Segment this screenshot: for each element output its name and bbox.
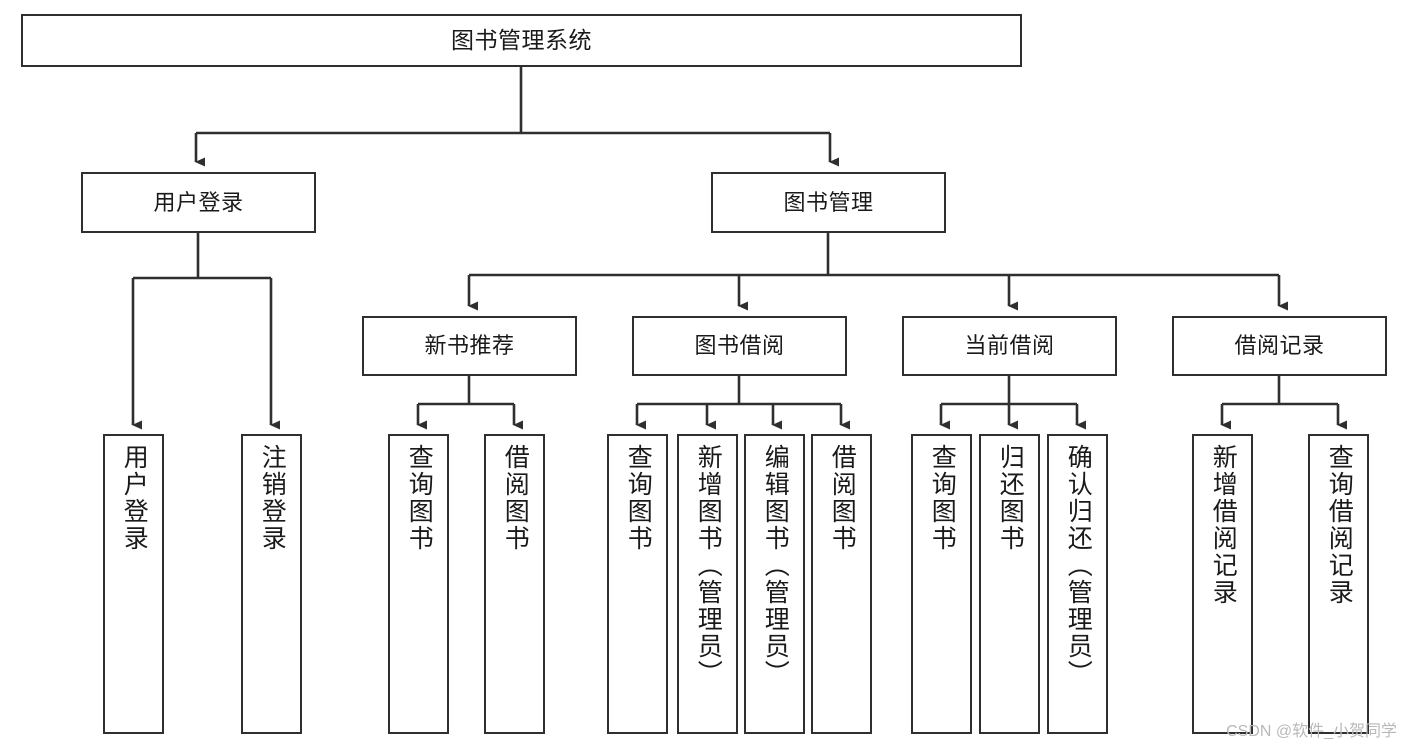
node-label: 新书推荐 [424,333,515,359]
node-leaf-add-book[interactable]: 新增图书（管理员） [677,434,738,734]
node-label: 查询借阅记录 [1325,444,1354,606]
node-label: 用户登录 [153,189,244,215]
node-leaf-borrow-book-1[interactable]: 借阅图书 [484,434,545,734]
node-leaf-borrow-book-2[interactable]: 借阅图书 [811,434,872,734]
node-leaf-confirm-return[interactable]: 确认归还（管理员） [1047,434,1108,734]
node-book-borrow[interactable]: 图书借阅 [632,316,847,376]
node-label: 查询图书 [624,444,653,552]
node-label: 注销登录 [258,444,287,552]
node-label: 图书管理系统 [451,26,592,53]
node-leaf-edit-book[interactable]: 编辑图书（管理员） [744,434,805,734]
node-label: 图书管理 [783,189,874,215]
csdn-watermark: CSDN @软件_小贺同学 [1226,723,1397,740]
node-label: 新增图书（管理员） [694,444,723,687]
node-leaf-query-borrow-record[interactable]: 查询借阅记录 [1308,434,1369,734]
node-borrow-record[interactable]: 借阅记录 [1172,316,1387,376]
node-leaf-logout-login[interactable]: 注销登录 [241,434,302,734]
node-user-login[interactable]: 用户登录 [81,172,316,233]
node-current-borrow[interactable]: 当前借阅 [902,316,1117,376]
node-label: 当前借阅 [964,333,1055,359]
node-label: 新增借阅记录 [1209,444,1238,606]
node-label: 确认归还（管理员） [1064,444,1093,687]
node-leaf-query-book-2[interactable]: 查询图书 [607,434,668,734]
node-root-book-management-system[interactable]: 图书管理系统 [21,14,1022,67]
node-label: 查询图书 [405,444,434,552]
node-leaf-add-borrow-record[interactable]: 新增借阅记录 [1192,434,1253,734]
node-leaf-query-book-1[interactable]: 查询图书 [388,434,449,734]
node-leaf-return-book[interactable]: 归还图书 [979,434,1040,734]
node-label: 借阅图书 [501,444,530,552]
node-book-management[interactable]: 图书管理 [711,172,946,233]
node-label: 查询图书 [928,444,957,552]
node-label: 借阅图书 [828,444,857,552]
node-new-book-recommend[interactable]: 新书推荐 [362,316,577,376]
node-label: 归还图书 [996,444,1025,552]
node-label: 借阅记录 [1234,333,1325,359]
node-label: 编辑图书（管理员） [761,444,790,687]
node-leaf-user-login[interactable]: 用户登录 [103,434,164,734]
node-label: 图书借阅 [694,333,785,359]
node-label: 用户登录 [120,444,149,552]
node-leaf-query-book-3[interactable]: 查询图书 [911,434,972,734]
